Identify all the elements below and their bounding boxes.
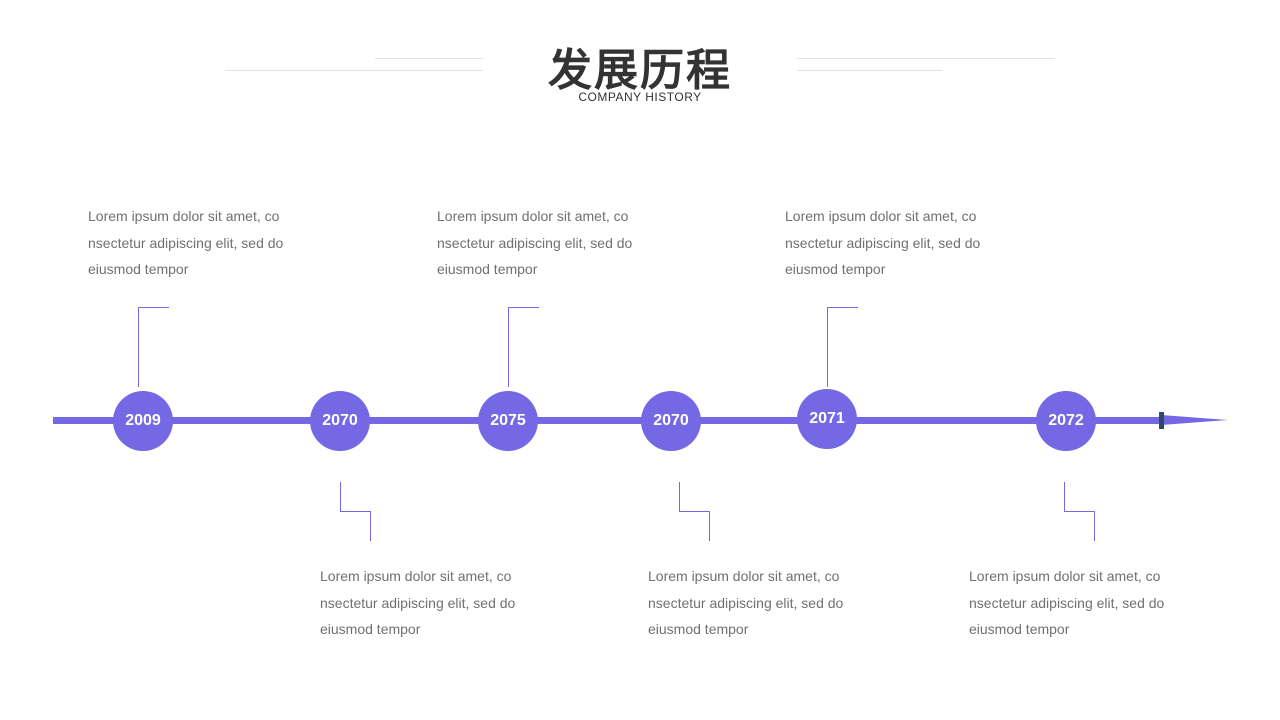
year-node: 2070	[641, 391, 701, 451]
connector-line	[679, 482, 680, 512]
year-node: 2071	[797, 389, 857, 449]
title-decor-line-left-long	[225, 70, 483, 71]
connector-line	[370, 511, 371, 541]
title-decor-line-right-long	[797, 58, 1055, 59]
connector-line	[709, 511, 710, 541]
page-subtitle: COMPANY HISTORY	[578, 90, 702, 104]
milestone-description: Lorem ipsum dolor sit amet, co nsectetur…	[969, 568, 1165, 637]
milestone-description: Lorem ipsum dolor sit amet, co nsectetur…	[785, 208, 981, 277]
connector-line	[508, 307, 509, 387]
title-decor-line-right-short	[797, 70, 942, 71]
connector-line	[138, 307, 139, 387]
milestone-description: Lorem ipsum dolor sit amet, co nsectetur…	[437, 208, 633, 277]
connector-line	[340, 511, 371, 512]
connector-line	[679, 511, 710, 512]
connector-line	[1064, 482, 1065, 512]
connector-line	[508, 307, 539, 308]
milestone-description: Lorem ipsum dolor sit amet, co nsectetur…	[648, 568, 844, 637]
connector-line	[340, 482, 341, 512]
year-node: 2072	[1036, 391, 1096, 451]
connector-line	[1064, 511, 1095, 512]
page-title: 发展历程	[548, 45, 732, 96]
milestone-description: Lorem ipsum dolor sit amet, co nsectetur…	[88, 208, 284, 277]
year-node: 2075	[478, 391, 538, 451]
year-node: 2009	[113, 391, 173, 451]
timeline-axis-end-marker	[1159, 412, 1164, 429]
connector-line	[827, 307, 828, 387]
milestone-description: Lorem ipsum dolor sit amet, co nsectetur…	[320, 568, 516, 637]
year-node: 2070	[310, 391, 370, 451]
title-decor-line-left-short	[375, 58, 483, 59]
connector-line	[138, 307, 169, 308]
connector-line	[827, 307, 858, 308]
timeline-arrow-head	[1161, 415, 1228, 425]
timeline-axis-line	[53, 417, 1161, 424]
connector-line	[1094, 511, 1095, 541]
